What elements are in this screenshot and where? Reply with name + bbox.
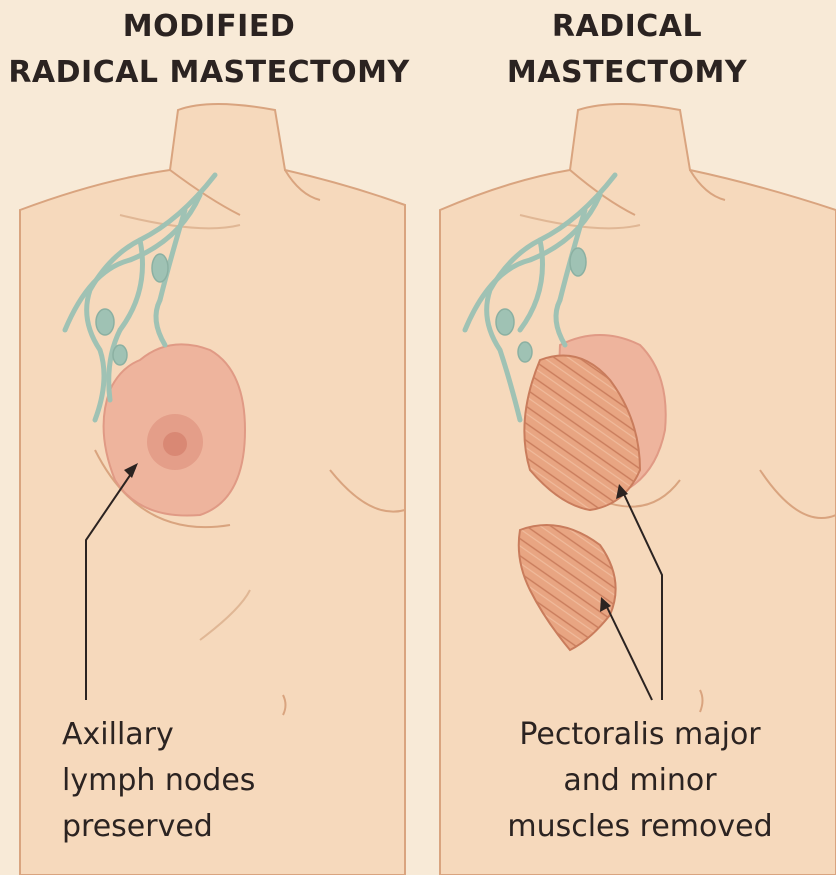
caption-line: and minor [470,758,810,804]
caption-line: Pectoralis major [470,712,810,758]
caption-pectoralis-muscles: Pectoralis major and minor muscles remov… [470,712,810,850]
caption-line: Axillary [62,712,255,758]
caption-axillary-lymph-nodes: Axillary lymph nodes preserved [62,712,255,850]
caption-line: lymph nodes [62,758,255,804]
nipple-left [163,432,187,456]
caption-line: muscles removed [470,804,810,850]
caption-line: preserved [62,804,255,850]
